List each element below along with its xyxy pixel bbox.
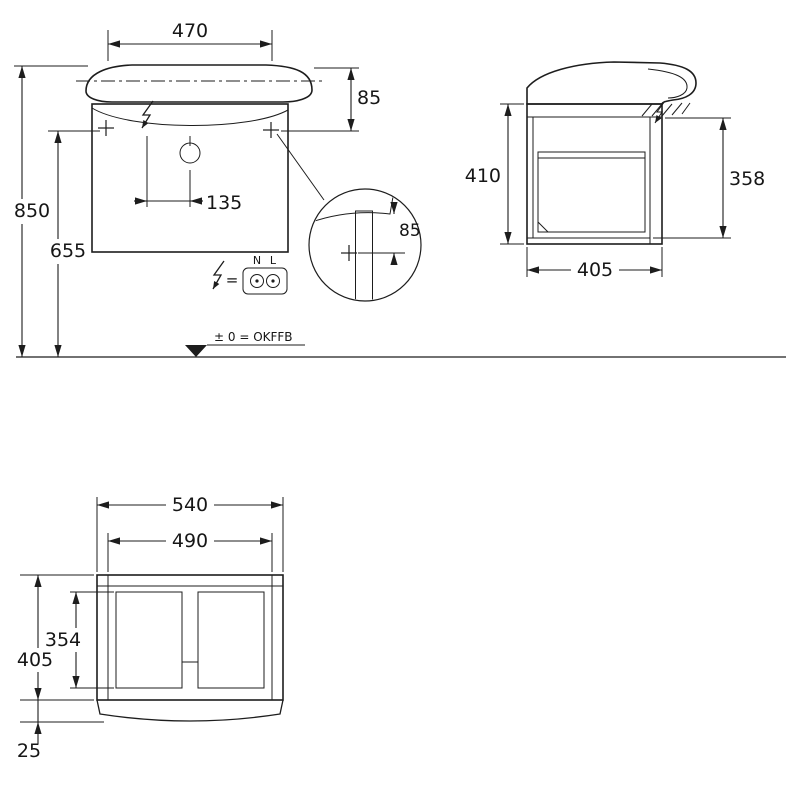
dim-540-label: 540 [172, 494, 208, 516]
plan-view: 540 490 354 405 [13, 493, 284, 762]
basin-side-outline [526, 61, 697, 105]
wall-rail-section [355, 210, 373, 300]
cabinet-plan-outline [96, 574, 284, 701]
dim-490-label: 490 [172, 530, 208, 552]
drawer-compartment-right [197, 591, 265, 689]
dimension-detail-85: 85 [358, 202, 421, 265]
dimension-490: 490 [107, 529, 273, 572]
ceramic-section [310, 190, 395, 224]
dim-354-label: 354 [45, 629, 81, 651]
dimension-655: 655 [46, 130, 100, 357]
dim-detail-85-label: 85 [399, 221, 421, 241]
dim-850-label: 850 [14, 200, 50, 222]
dim-text-mask [46, 239, 90, 264]
dim-text-mask [571, 258, 619, 280]
dimension-358: 358 [653, 117, 765, 239]
mounting-hole-marker-left [98, 120, 114, 136]
dimension-850: 850 [12, 65, 88, 357]
dim-text-mask [12, 199, 52, 224]
curved-front-panel [96, 699, 284, 722]
datum-triangle-icon [185, 345, 207, 357]
dim-358-label: 358 [729, 168, 765, 190]
dimension-540: 540 [96, 493, 284, 572]
bowl-curve [91, 107, 289, 126]
dimension-85: 85 [281, 67, 381, 132]
terminal-l-label: L [270, 254, 277, 267]
drawer-slide-tick [537, 221, 549, 233]
dimension-410: 410 [465, 103, 524, 245]
dim-25-label: 25 [17, 740, 41, 762]
detail-circle-outline [308, 188, 422, 302]
dimension-25: 25 [17, 700, 104, 762]
basin-overflow-curve [647, 68, 688, 99]
side-view: 410 358 405 [465, 61, 765, 281]
electrical-bolt-icon [141, 100, 154, 129]
dimension-405-plan: 405 [13, 574, 94, 701]
electrical-bolt-icon [212, 260, 225, 290]
equals-sign: = [226, 271, 239, 289]
floor-datum: ± 0 = OKFFB [185, 330, 305, 357]
drawer-compartment-left [115, 591, 183, 689]
detail-leader-line [276, 133, 325, 201]
dim-655-label: 655 [50, 240, 86, 262]
dimension-135: 135 [134, 136, 242, 214]
terminal-box [242, 267, 288, 295]
front-view: 470 85 135 850 655 [12, 20, 381, 357]
dim-text-mask [166, 529, 214, 551]
electrical-terminal-symbol: = N L [212, 254, 288, 295]
terminal-n-circle [250, 274, 264, 288]
dim-470-label: 470 [172, 20, 208, 42]
dimension-405-side: 405 [526, 247, 663, 281]
dim-text-mask [166, 493, 214, 515]
dim-405-plan-label: 405 [17, 649, 53, 671]
dim-85-label: 85 [357, 87, 381, 109]
basin-front-outline [85, 64, 313, 103]
dimension-470: 470 [107, 20, 273, 61]
dim-405-side-label: 405 [577, 259, 613, 281]
dimension-354: 354 [40, 591, 114, 689]
mounting-hole-marker-detail [341, 245, 357, 261]
dim-135-label: 135 [206, 192, 242, 214]
terminal-n-label: N [253, 254, 261, 267]
section-hatching [641, 102, 691, 117]
drawer-box [537, 151, 646, 233]
terminal-l-circle [266, 274, 280, 288]
mounting-hole-marker-right [263, 122, 279, 138]
detail-circle: 85 [276, 133, 422, 302]
dim-410-label: 410 [465, 165, 501, 187]
datum-label: ± 0 = OKFFB [214, 330, 293, 344]
cabinet-front-outline [91, 103, 289, 253]
cabinet-side-outline [526, 103, 663, 245]
dim-text-mask [13, 648, 57, 672]
